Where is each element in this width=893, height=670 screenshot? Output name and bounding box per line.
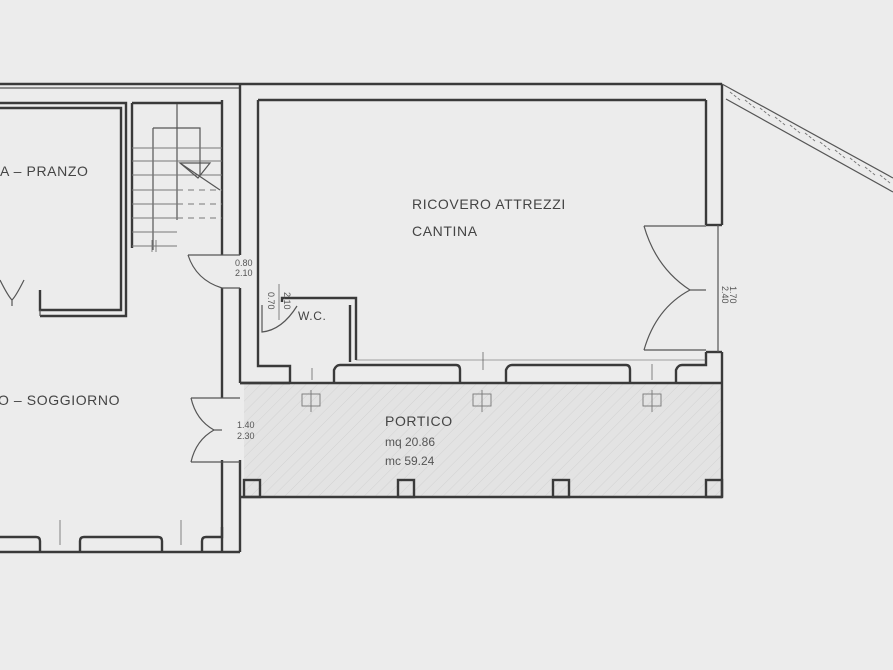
room-label-portico: PORTICO (385, 413, 453, 429)
door-dim-width: 1.40 (237, 420, 255, 430)
door-dim-height: 2.30 (237, 431, 255, 441)
room-soggiorno: SO – SOGGIORNO 1.40 2.30 (0, 392, 255, 552)
room-label-ricovero: RICOVERO ATTREZZI (412, 196, 566, 212)
door-dim-width: 0.70 (266, 292, 276, 310)
room-cucina-pranzo: A – PRANZO (0, 101, 128, 318)
door-stair: 0.80 2.10 (187, 254, 253, 289)
ricovero-south-wall (240, 352, 722, 385)
room-wc: 0.70 2.10 W.C. (256, 284, 358, 383)
window-mark (301, 390, 662, 412)
door-dim-width: 0.80 (235, 258, 253, 268)
stone-wall (721, 83, 893, 193)
door-dim-height: 2.10 (282, 292, 292, 310)
room-label-soggiorno: SO – SOGGIORNO (0, 392, 120, 408)
portico-floor (244, 383, 722, 497)
staircase (130, 101, 222, 252)
door-dim-width: 1.70 (728, 286, 738, 304)
room-label-wc: W.C. (298, 309, 326, 323)
room-label-cantina: CANTINA (412, 223, 478, 239)
door-dim-height: 2.10 (235, 268, 253, 278)
portico: PORTICO mq 20.86 mc 59.24 (240, 390, 724, 499)
door-dim-height: 2.40 (720, 286, 730, 304)
exterior-walls (0, 82, 722, 554)
portico-volume: mc 59.24 (385, 454, 435, 468)
room-ricovero: RICOVERO ATTREZZI CANTINA 1.70 2.40 (256, 84, 738, 497)
room-label-pranzo: A – PRANZO (0, 163, 88, 179)
portico-area: mq 20.86 (385, 435, 435, 449)
